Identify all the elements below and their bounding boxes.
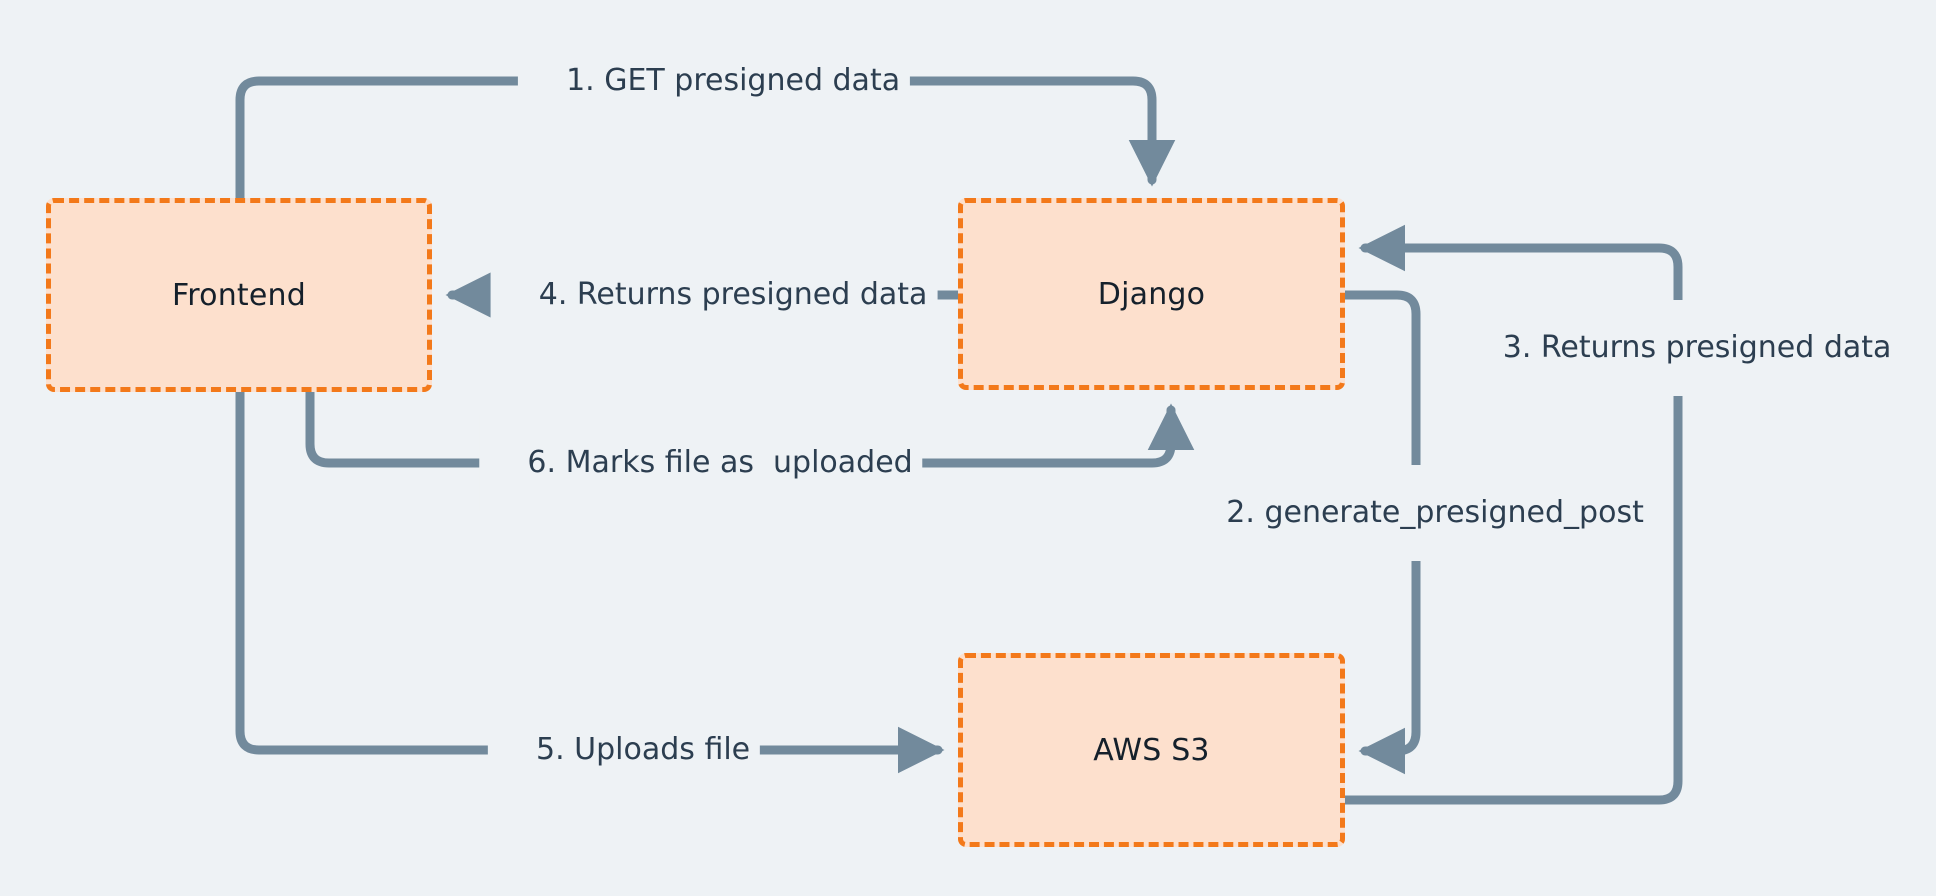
edge-label-step-5: 5. Uploads file: [487, 702, 761, 798]
node-django[interactable]: Django: [958, 198, 1345, 390]
edge-label-step-4-text: 4. Returns presigned data: [538, 277, 928, 312]
node-django-label: Django: [1097, 276, 1206, 312]
node-frontend[interactable]: Frontend: [46, 198, 432, 392]
edge-label-step-6-text: 6. Marks file as uploaded: [527, 445, 913, 480]
connector-step-5: [235, 387, 945, 774]
edge-label-step-2-text: 2. generate_presigned_post: [1226, 495, 1644, 530]
edge-label-step-6: 6. Marks file as uploaded: [479, 415, 923, 511]
edge-label-step-3-text: 3. Returns presigned data: [1502, 330, 1892, 365]
edge-label-step-1: 1. GET presigned data: [517, 33, 911, 129]
node-aws-s3[interactable]: AWS S3: [958, 653, 1345, 847]
edge-label-step-3: 3. Returns presigned data: [1454, 300, 1902, 396]
edge-label-step-1-text: 1. GET presigned data: [566, 63, 901, 98]
edge-label-step-5-text: 5. Uploads file: [536, 732, 751, 767]
node-aws-s3-label: AWS S3: [1093, 732, 1210, 768]
edge-label-step-2: 2. generate_presigned_post: [1178, 465, 1654, 561]
node-frontend-label: Frontend: [172, 277, 306, 313]
edge-label-step-4: 4. Returns presigned data: [490, 247, 938, 343]
connector-step-3: [1340, 224, 1683, 805]
